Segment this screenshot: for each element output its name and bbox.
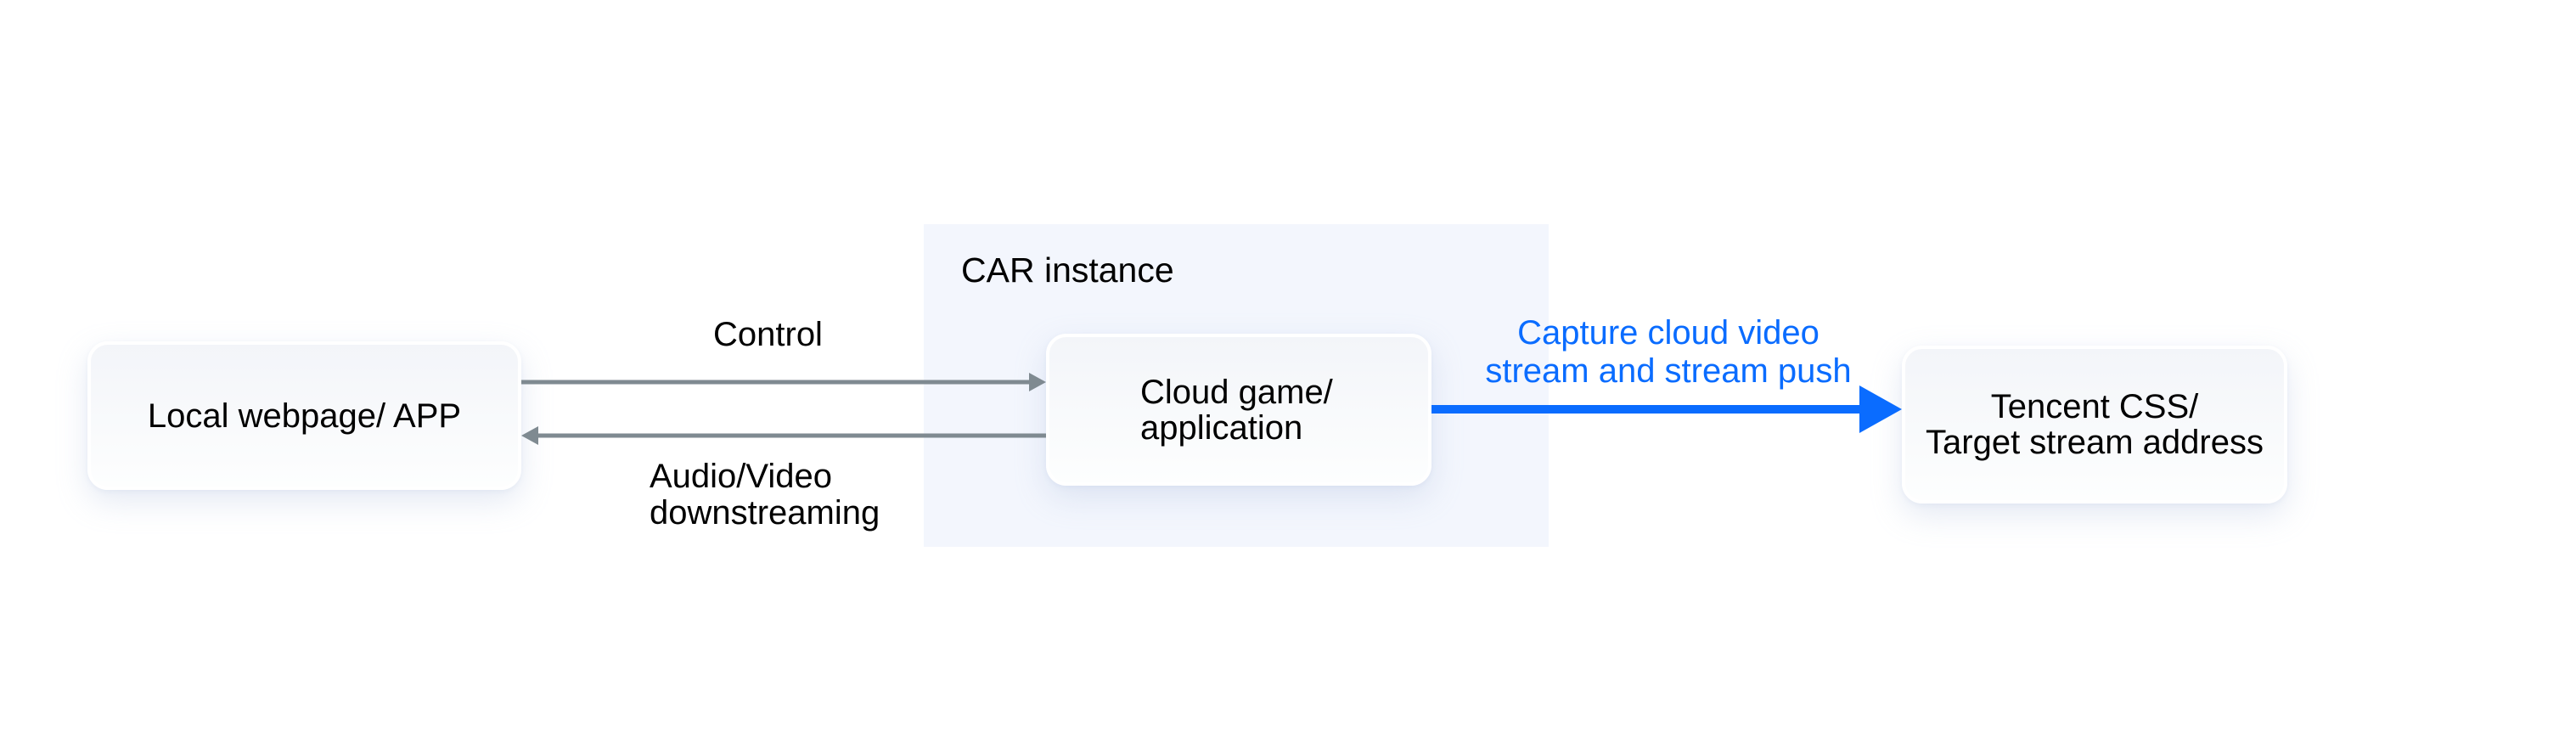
stream-push-arrow-head bbox=[1859, 385, 1902, 433]
capture-stream-push-label: Capture cloud video stream and stream pu… bbox=[1485, 314, 1852, 390]
local-webpage-app-node: Local webpage/ APP bbox=[87, 341, 521, 490]
cloud-game-application-label: Cloud game/ application bbox=[1140, 373, 1333, 447]
local-webpage-app-label: Local webpage/ APP bbox=[147, 397, 462, 435]
tencent-css-node: Tencent CSS/ Target stream address bbox=[1902, 346, 2287, 504]
car-instance-title: CAR instance bbox=[961, 250, 1174, 290]
control-edge-label: Control bbox=[713, 316, 823, 353]
cloud-game-application-node: Cloud game/ application bbox=[1046, 334, 1431, 486]
downstream-arrow-head bbox=[521, 426, 538, 445]
audio-video-downstreaming-label: Audio/Video downstreaming bbox=[650, 458, 880, 532]
tencent-css-label: Tencent CSS/ Target stream address bbox=[1926, 388, 2264, 461]
